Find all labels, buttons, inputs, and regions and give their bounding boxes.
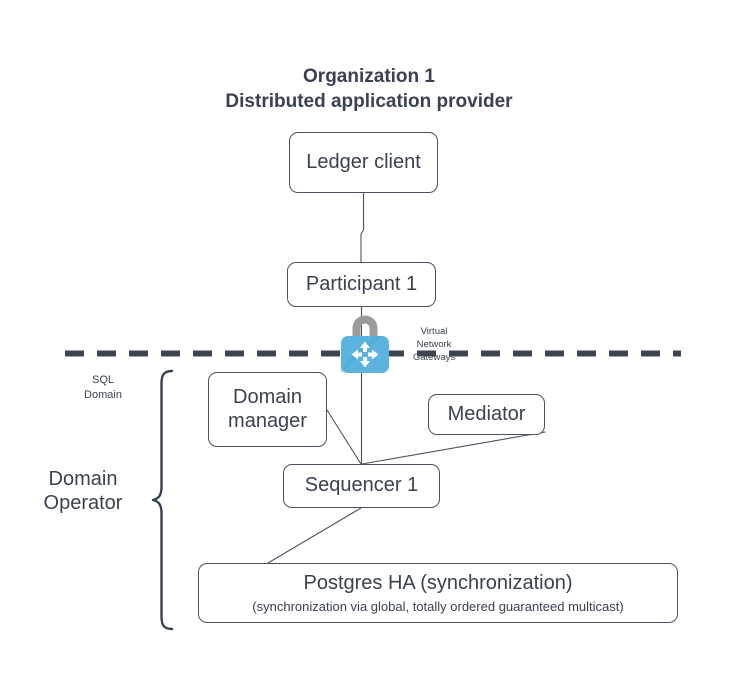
node-participant-1[interactable]: Participant 1 [287,262,436,307]
node-ledger-client[interactable]: Ledger client [289,132,438,193]
edge-domainmanager-to-sequencer [326,409,362,465]
sql-domain-label: SQL Domain [84,374,122,401]
node-domain-manager[interactable]: Domain manager [208,372,327,447]
padlock-network-gateway-icon [341,315,389,373]
page-title: Organization 1 Distributed application p… [225,66,513,113]
node-mediator[interactable]: Mediator [428,394,545,435]
virtual-network-gateways-label: Virtual Network Gateways [412,326,456,364]
domain-operator-brace [151,369,174,631]
node-label: Ledger client [306,150,421,173]
node-label: Sequencer 1 [304,474,419,497]
node-sequencer-1[interactable]: Sequencer 1 [283,464,440,508]
domain-operator-label: Domain Operator [43,468,123,514]
node-label: Postgres HA (synchronization) [303,572,573,595]
node-postgres-ha[interactable]: Postgres HA (synchronization) (synchroni… [198,563,678,623]
edge-sequencer-to-postgres [267,507,362,564]
edge-mediator-to-sequencer [361,431,546,465]
node-label: Mediator [447,402,526,425]
node-label: Participant 1 [305,272,418,295]
node-label: Domain manager [228,386,307,432]
node-sublabel: (synchronization via global, totally ord… [252,598,624,614]
edge-ledger-to-participant [360,192,365,263]
